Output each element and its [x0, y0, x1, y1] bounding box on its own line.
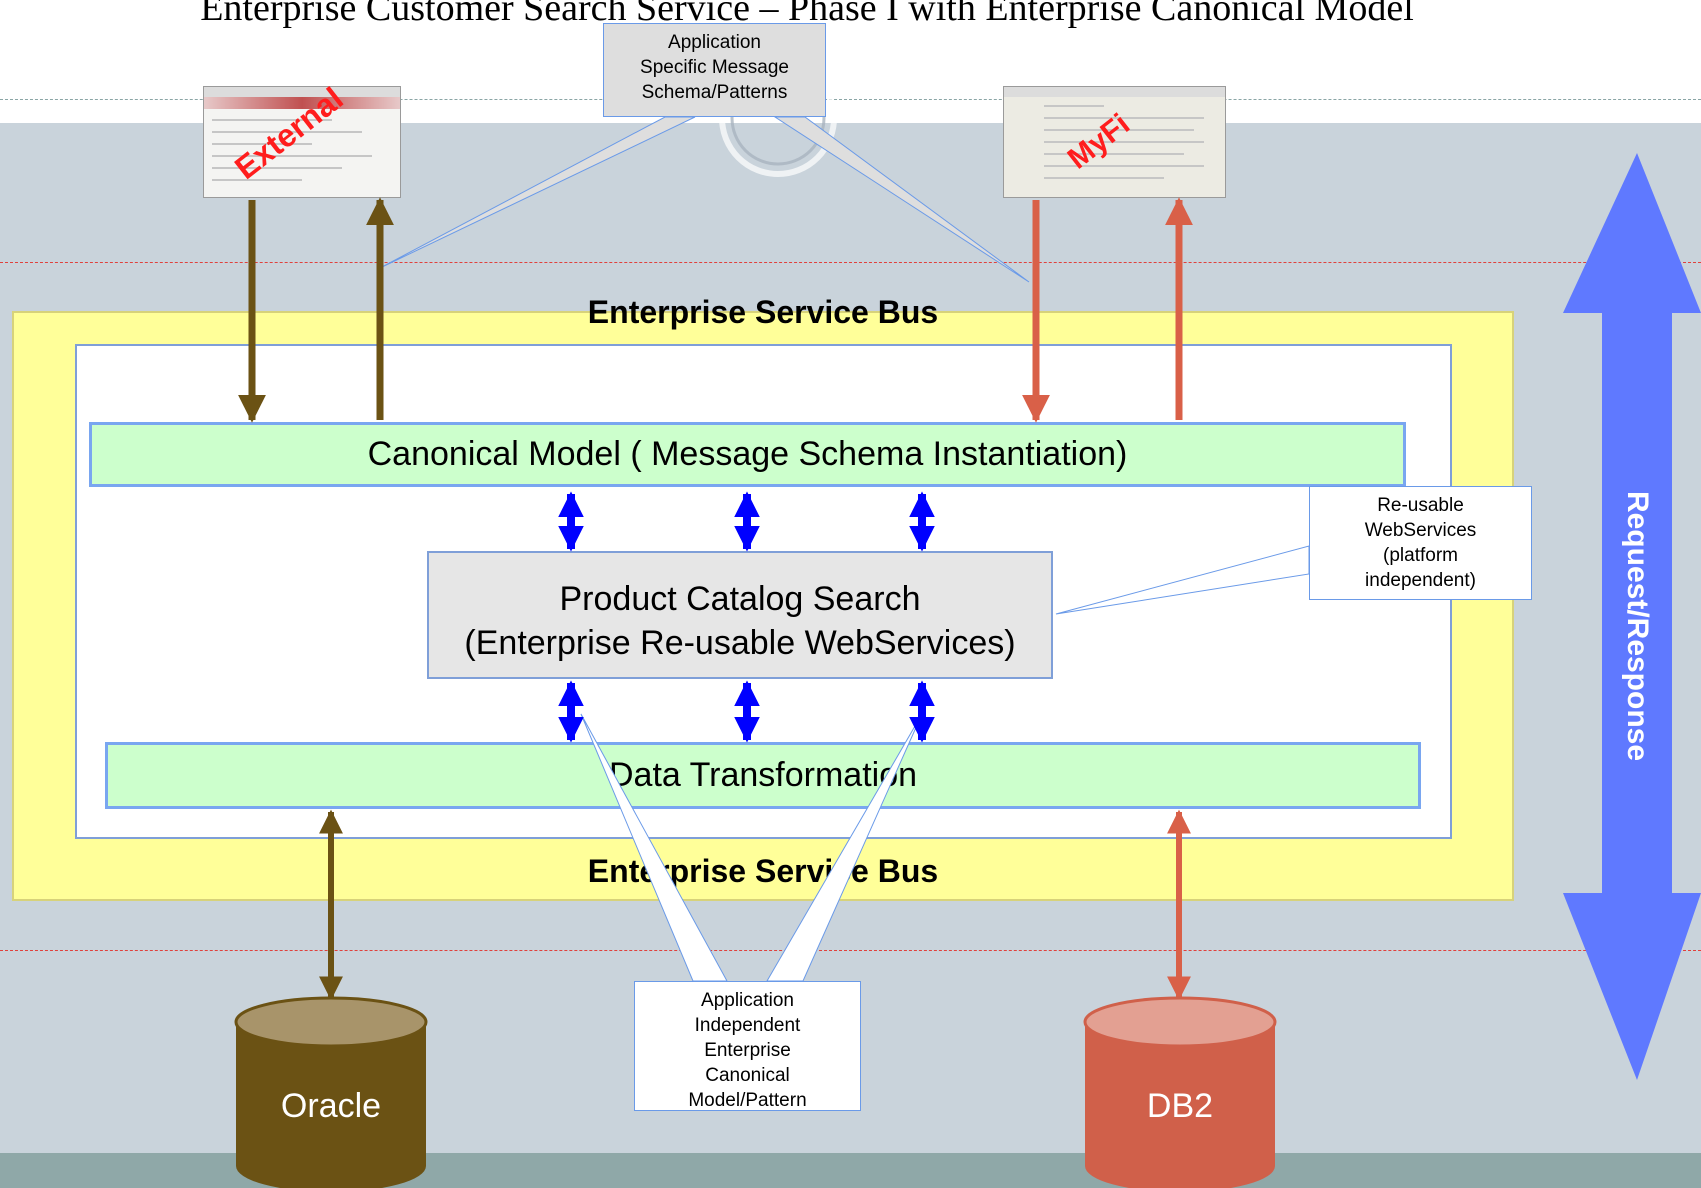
- request-response-label: Request/Response: [1621, 490, 1654, 762]
- callout-line: Model/Pattern: [688, 1090, 807, 1111]
- data-transformation-layer: Data Transformation: [105, 742, 1421, 809]
- db2-database-cylinder: [1083, 996, 1277, 1188]
- esb-label-top: Enterprise Service Bus: [587, 294, 939, 330]
- callout-pointer-independent-left: [580, 713, 728, 982]
- callout-line: Re-usable: [1377, 495, 1464, 516]
- db2-database-label: DB2: [1146, 1087, 1214, 1125]
- callout-pointer-external: [379, 116, 696, 269]
- callout-line: Specific Message: [640, 57, 789, 78]
- dashed-divider-top: [0, 99, 1701, 100]
- oracle-database-cylinder: [234, 996, 428, 1188]
- oracle-database-label: Oracle: [280, 1087, 382, 1125]
- callout-line: Application: [668, 32, 761, 53]
- callout-pointer-independent-right: [766, 713, 923, 982]
- callout-line: independent): [1365, 570, 1476, 591]
- callout-line: Schema/Patterns: [641, 82, 788, 103]
- dashed-divider-lower: [0, 950, 1701, 951]
- product-catalog-search-box: Product Catalog Search (Enterprise Re-us…: [427, 551, 1053, 679]
- callout-reusable-webservices: Re-usable WebServices (platform independ…: [1309, 486, 1532, 600]
- callout-line: (platform: [1383, 545, 1458, 566]
- callout-line: Canonical: [705, 1065, 790, 1086]
- callout-independent-canonical-model: Application Independent Enterprise Canon…: [634, 981, 861, 1111]
- callout-line: Application: [701, 990, 794, 1011]
- canonical-model-layer: Canonical Model ( Message Schema Instant…: [89, 422, 1406, 487]
- callout-line: Independent: [694, 1015, 801, 1036]
- myfi-app-screenshot: [1003, 86, 1226, 198]
- callout-pointer-myfi: [773, 116, 1030, 283]
- dashed-divider-middle: [0, 262, 1701, 263]
- callout-line: WebServices: [1364, 520, 1477, 541]
- request-response-arrow: [1563, 153, 1701, 1080]
- catalog-title: Product Catalog Search: [559, 580, 921, 618]
- callout-line: Enterprise: [704, 1040, 791, 1061]
- catalog-subtitle: (Enterprise Re-usable WebServices): [464, 624, 1016, 662]
- callout-pointer-reusable: [1055, 545, 1310, 615]
- external-app-screenshot: [203, 86, 401, 198]
- callout-app-specific-schema: Application Specific Message Schema/Patt…: [603, 23, 826, 117]
